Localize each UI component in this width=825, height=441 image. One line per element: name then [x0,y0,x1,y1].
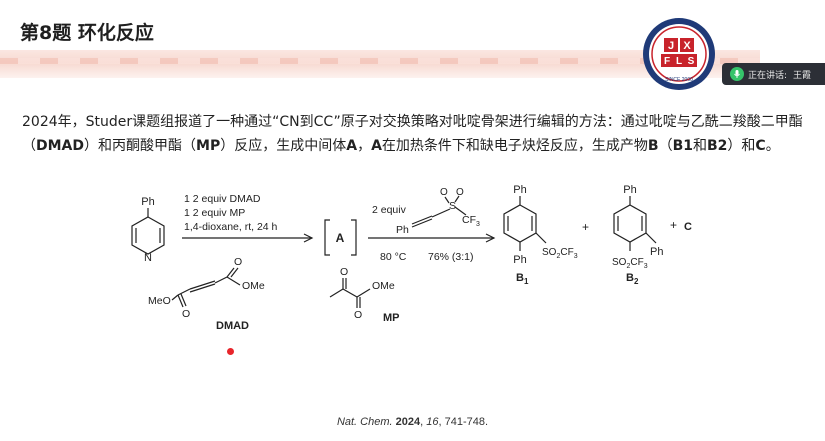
header-decoration-band [0,50,760,78]
dmad-label: DMAD [216,320,249,332]
microphone-icon [730,67,744,81]
question-seg7: 和 [693,138,707,154]
dmad-meo: MeO [148,295,171,307]
condition-mp: 1 2 equiv MP [184,207,245,219]
question-seg9: 。 [765,138,780,154]
question-b2: B2 [707,138,728,154]
citation: Nat. Chem. 2024, 16, 741-748. [336,416,489,428]
question-b: B [647,138,659,154]
citation-year: 2024 [395,416,421,428]
b1-ph-bottom: Ph [513,254,526,266]
question-a1: A [346,138,358,154]
b2-so2cf3: SO2CF3 [612,257,648,270]
logo-letter-j: J [668,40,674,52]
question-seg3: ）反应，生成中间体 [220,138,347,154]
alkyne-o2: O [456,187,464,198]
logo-letter-l: L [676,56,682,67]
speaker-indicator: 正在讲话: 王霞 [722,63,825,85]
mp-o-bottom: O [354,309,362,321]
speaker-status: 正在讲话: [748,70,788,81]
product-c-label: C [684,221,692,233]
b1-ring [503,204,537,243]
slide-title: 第8题 环化反应 [20,22,154,44]
start-n-label: N [144,252,152,264]
question-seg2: ）和丙酮酸甲酯（ [84,138,197,154]
condition-solvent: 1,4-dioxane, rt, 24 h [184,221,278,233]
plus-sign-2: + [670,218,677,232]
school-logo: J X F L S SINCE 2000 [643,18,715,90]
b2-ph-side: Ph [650,246,663,258]
speaker-name: 王霞 [793,70,812,81]
intermediate-a: A [336,231,345,245]
question-mp: MP [196,138,221,154]
question-text: 2024年，Studer课题组报道了一种通过“CN到CC”原子对交换策略对吡啶骨… [22,110,812,158]
question-b1: B1 [672,138,693,154]
plus-sign-1: + [582,220,589,234]
question-dmad: DMAD [36,138,85,154]
b2-label: B2 [626,272,639,286]
question-a2: A [371,138,382,154]
b2-ph-top: Ph [623,185,636,196]
start-ph-label: Ph [141,196,154,208]
question-seg4: ， [357,138,372,154]
alkyne-o1: O [440,187,448,198]
mp-label: MP [383,312,400,324]
logo-letter-x: X [683,40,691,52]
dmad-o-bottom: O [182,308,190,320]
reaction-scheme: Ph N 1 2 equiv DMAD 1 2 equiv MP 1,4-dio… [131,185,692,332]
question-seg8: ）和 [727,138,756,154]
alkyne-equiv: 2 equiv [372,204,407,216]
b1-ph-top: Ph [513,185,526,196]
question-seg1: 2024年，Studer课题组报道了一种通过“CN到CC”原子对交换策略对吡啶骨… [22,114,803,154]
alkyne-cf3: CF3 [462,214,480,228]
logo-ring-text: SINCE 2000 [665,77,693,83]
b1-so2cf3: SO2CF3 [542,247,578,260]
logo-letter-f: F [664,56,670,67]
dmad-ome: OMe [242,280,265,292]
reaction-yield: 76% (3:1) [428,251,474,263]
condition-dmad: 1 2 equiv DMAD [184,193,261,205]
citation-journal: Nat. Chem. [336,416,393,428]
citation-pages: 741-748. [444,416,489,428]
citation-volume: 16 [426,416,439,428]
logo-letter-s: S [688,56,695,67]
question-c: C [755,138,766,154]
b2-ring [613,204,647,243]
reaction-temperature: 80 °C [380,251,407,263]
pyridine-ring [131,216,165,255]
dmad-o-top: O [234,256,242,268]
b1-label: B1 [516,272,529,286]
question-seg5: 在加热条件下和缺电子炔烃反应，生成产物 [381,138,648,154]
question-seg6: （ [658,138,673,154]
mp-o-top: O [340,266,348,278]
alkyne-ph: Ph [396,224,409,236]
mp-ome: OMe [372,280,395,292]
alkyne-s: S [449,200,456,212]
laser-pointer-dot [227,348,234,355]
